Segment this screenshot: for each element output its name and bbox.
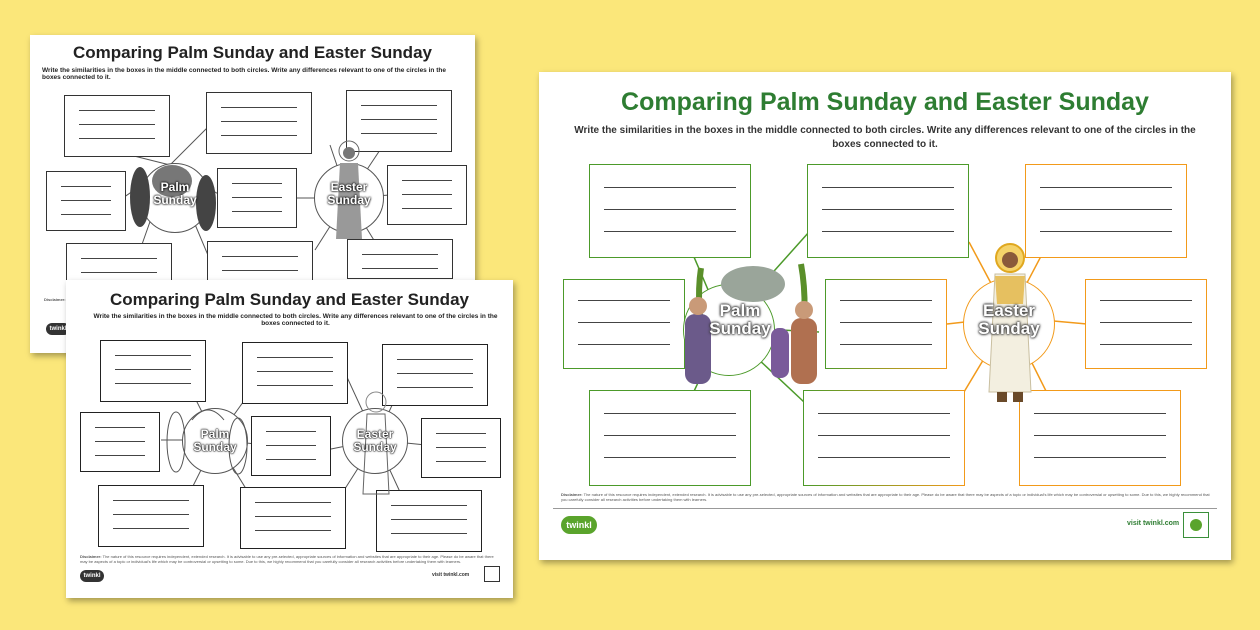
writing-box[interactable] — [207, 241, 313, 281]
label-line: Palm — [160, 180, 190, 194]
worksheet-title: Comparing Palm Sunday and Easter Sunday — [110, 290, 469, 309]
quality-badge-icon — [484, 566, 500, 582]
worksheet-preview-colour: Comparing Palm Sunday and Easter Sunday … — [539, 72, 1231, 560]
worksheet-title: Comparing Palm Sunday and Easter Sunday — [73, 43, 432, 62]
twinkl-logo[interactable]: twinkl — [46, 323, 70, 335]
palm-sunday-difference-box[interactable] — [563, 279, 685, 369]
similarity-box[interactable] — [807, 164, 969, 258]
risen-jesus-icon — [336, 140, 362, 239]
worksheet-instructions: Write the similarities in the boxes in t… — [42, 67, 446, 81]
label-line: Easter — [330, 180, 368, 194]
easter-sunday-circle — [342, 408, 408, 474]
writing-box[interactable] — [206, 92, 312, 154]
label-line: Sunday — [709, 318, 771, 338]
visit-link[interactable]: visit twinkl.com — [432, 572, 470, 578]
visit-link[interactable]: visit twinkl.com — [1127, 520, 1180, 527]
writing-box[interactable] — [217, 168, 297, 228]
writing-box[interactable] — [387, 165, 467, 225]
writing-box[interactable] — [46, 171, 126, 231]
similarity-box[interactable] — [803, 390, 965, 486]
disclaimer: Disclaimer: — [44, 297, 66, 302]
risen-jesus-icon — [362, 391, 390, 495]
palm-sunday-crowd-icon — [130, 165, 216, 231]
label-line: Sunday — [353, 439, 397, 454]
palm-sunday-crowd-icon — [685, 263, 817, 384]
easter-sunday-difference-box[interactable] — [1019, 390, 1181, 486]
disclaimer: Disclaimer: The nature of this resource … — [80, 554, 494, 564]
label-line: Sunday — [193, 439, 237, 454]
writing-box[interactable] — [80, 412, 160, 472]
writing-box[interactable] — [64, 95, 170, 157]
twinkl-logo[interactable]: twinkl — [80, 570, 104, 582]
writing-box[interactable] — [346, 90, 452, 152]
writing-box[interactable] — [98, 485, 204, 547]
risen-jesus-icon — [988, 243, 1032, 402]
worksheet-preview-lineart: Comparing Palm Sunday and Easter Sunday … — [66, 280, 513, 598]
disclaimer: Disclaimer: The nature of this resource … — [561, 492, 1210, 502]
worksheet-title: Comparing Palm Sunday and Easter Sunday — [621, 88, 1149, 116]
writing-box[interactable] — [376, 490, 482, 552]
writing-box[interactable] — [421, 418, 501, 478]
twinkl-logo[interactable]: twinkl — [561, 516, 597, 534]
writing-box[interactable] — [242, 342, 348, 404]
label-line: Easter — [356, 427, 394, 441]
writing-box[interactable] — [240, 487, 346, 549]
palm-sunday-difference-box[interactable] — [589, 390, 751, 486]
easter-sunday-difference-box[interactable] — [1025, 164, 1187, 258]
writing-box[interactable] — [100, 340, 206, 402]
label-line: Palm — [719, 301, 761, 320]
palm-sunday-difference-box[interactable] — [589, 164, 751, 258]
writing-box[interactable] — [66, 243, 172, 283]
label-line: Palm — [200, 427, 230, 441]
footer-divider — [553, 508, 1217, 509]
writing-box[interactable] — [347, 239, 453, 279]
similarity-box[interactable] — [825, 279, 947, 369]
worksheet-instructions: Write the similarities in the boxes in t… — [574, 125, 1196, 150]
worksheet-instructions: Write the similarities in the boxes in t… — [93, 313, 498, 327]
easter-sunday-difference-box[interactable] — [1085, 279, 1207, 369]
writing-box[interactable] — [382, 344, 488, 406]
palm-sunday-crowd-icon — [166, 409, 248, 475]
quality-badge-icon — [1183, 512, 1209, 538]
label-line: Sunday — [978, 318, 1040, 338]
label-line: Sunday — [153, 192, 197, 207]
label-line: Sunday — [327, 192, 371, 207]
writing-box[interactable] — [251, 416, 331, 476]
label-line: Easter — [983, 301, 1035, 320]
